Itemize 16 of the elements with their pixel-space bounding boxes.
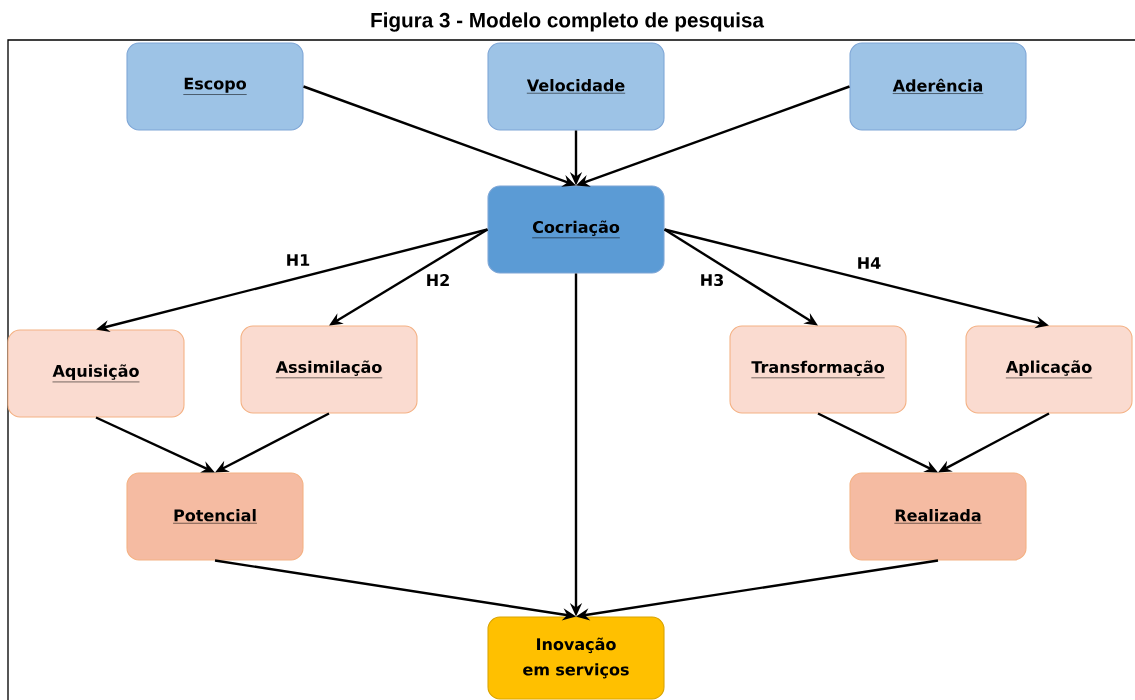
edge-label: H4 bbox=[855, 255, 883, 271]
capacity-box: Realizada bbox=[849, 472, 1027, 561]
capacity-box: Transformação bbox=[729, 325, 907, 414]
capacity-box: Potencial bbox=[126, 472, 304, 561]
factor-box: Velocidade bbox=[487, 42, 665, 131]
outcome-box: Inovação em serviços bbox=[487, 616, 665, 700]
figure-title: Figura 3 - Modelo completo de pesquisa bbox=[371, 12, 765, 32]
factor-box: Escopo bbox=[126, 42, 304, 131]
capacity-box: Aplicação bbox=[965, 325, 1133, 414]
edge-label: H3 bbox=[698, 272, 726, 288]
capacity-box: Assimilação bbox=[240, 325, 418, 414]
edge-label: H2 bbox=[424, 272, 452, 288]
edge-label: H1 bbox=[284, 252, 312, 268]
factor-box: Cocriação bbox=[487, 185, 665, 274]
factor-box: Aderência bbox=[849, 42, 1027, 131]
capacity-box: Aquisição bbox=[7, 329, 185, 418]
